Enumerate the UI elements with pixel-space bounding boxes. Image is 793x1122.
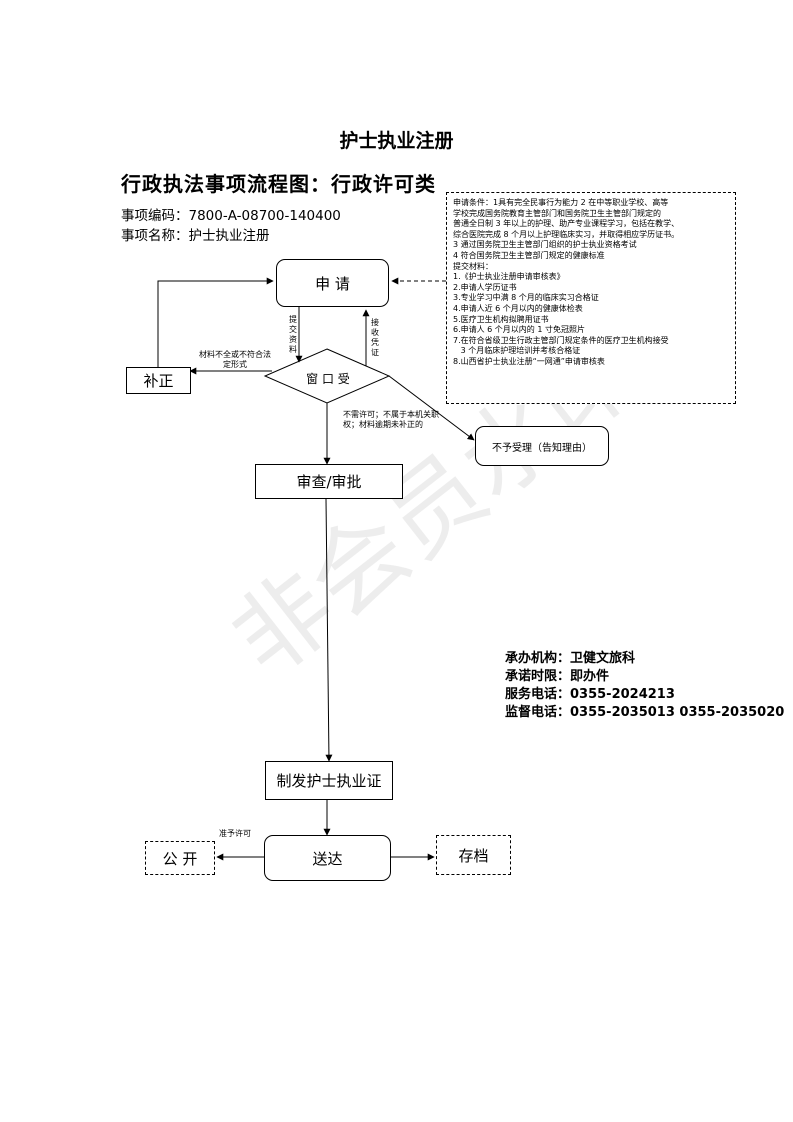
conditions-box: 申请条件：1具有完全民事行为能力 2 在中等职业学校、高等学校完成国务院教育主管…: [446, 192, 736, 404]
conditions-line: 5.医疗卫生机构拟聘用证书: [453, 314, 549, 324]
label-receipt: 接收凭证: [371, 318, 379, 357]
node-window: 窗 口 受: [306, 372, 350, 386]
page-subtitle: 行政执法事项流程图：行政许可类: [121, 172, 436, 196]
conditions-line: 学校完成国务院教育主管部门和国务院卫生主管部门规定的: [453, 208, 661, 218]
info-phone: 服务电话：0355-2024213: [505, 687, 675, 702]
node-issue: 制发护士执业证: [265, 761, 393, 800]
info-time-limit: 承诺时限：即办件: [505, 669, 610, 684]
conditions-line: 8.山西省护士执业注册“一网通”申请审核表: [453, 356, 605, 366]
label-incomplete: 材料不全或不符合法定形式: [199, 350, 271, 369]
node-deliver: 送达: [264, 835, 391, 881]
item-name: 事项名称：护士执业注册: [121, 228, 270, 244]
node-supplement: 补正: [126, 367, 191, 394]
page-title: 护士执业注册: [339, 130, 454, 152]
edge-approve: [325, 498, 333, 762]
conditions-line: 普通全日制 3 年以上的护理、助产专业课程学习，包括在教学、: [453, 219, 680, 229]
conditions-line: 3.专业学习中满 8 个月的临床实习合格证: [453, 293, 599, 303]
info-agency: 承办机构：卫健文旅科: [505, 651, 636, 666]
label-not-required: 不需许可；不属于本机关职权；材料逾期未补正的: [343, 410, 439, 429]
conditions-line: 6.申请人 6 个月以内的 1 寸免冠照片: [453, 325, 585, 335]
conditions-line: 7.在符合省级卫生行政主管部门规定条件的医疗卫生机构接受: [453, 335, 669, 345]
node-review: 审查/审批: [255, 464, 403, 499]
edge-resubmit: [157, 277, 274, 367]
conditions-line: 申请条件：1具有完全民事行为能力 2 在中等职业学校、高等: [453, 198, 669, 207]
node-publish: 公 开: [145, 841, 215, 875]
node-archive: 存档: [436, 835, 511, 875]
conditions-line: 提交材料：: [453, 261, 493, 271]
item-code: 事项编码：7800-A-08700-140400: [121, 208, 341, 224]
info-supervise: 监督电话：0355-2035013 0355-2035020: [505, 705, 785, 720]
conditions-line: 4.申请人近 6 个月以内的健康体检表: [453, 303, 583, 313]
edge-reject: [388, 375, 475, 441]
label-submit: 提交资料: [289, 315, 297, 354]
conditions-line: 3 通过国务院卫生主管部门组织的护士执业资格考试: [453, 240, 637, 250]
conditions-line: 综合医院完成 8 个月以上护理临床实习，并取得相应学历证书。: [453, 229, 680, 239]
label-grant: 准予许可: [219, 829, 251, 838]
node-apply: 申 请: [276, 259, 389, 307]
conditions-line: 3 个月临床护理培训并考核合格证: [453, 346, 581, 356]
conditions-line: 2.申请人学历证书: [453, 282, 517, 292]
node-reject: 不予受理（告知理由）: [475, 426, 609, 466]
conditions-line: 4 符合国务院卫生主管部门规定的健康标准: [453, 250, 605, 260]
conditions-line: 1.《护士执业注册申请审核表》: [453, 272, 565, 282]
